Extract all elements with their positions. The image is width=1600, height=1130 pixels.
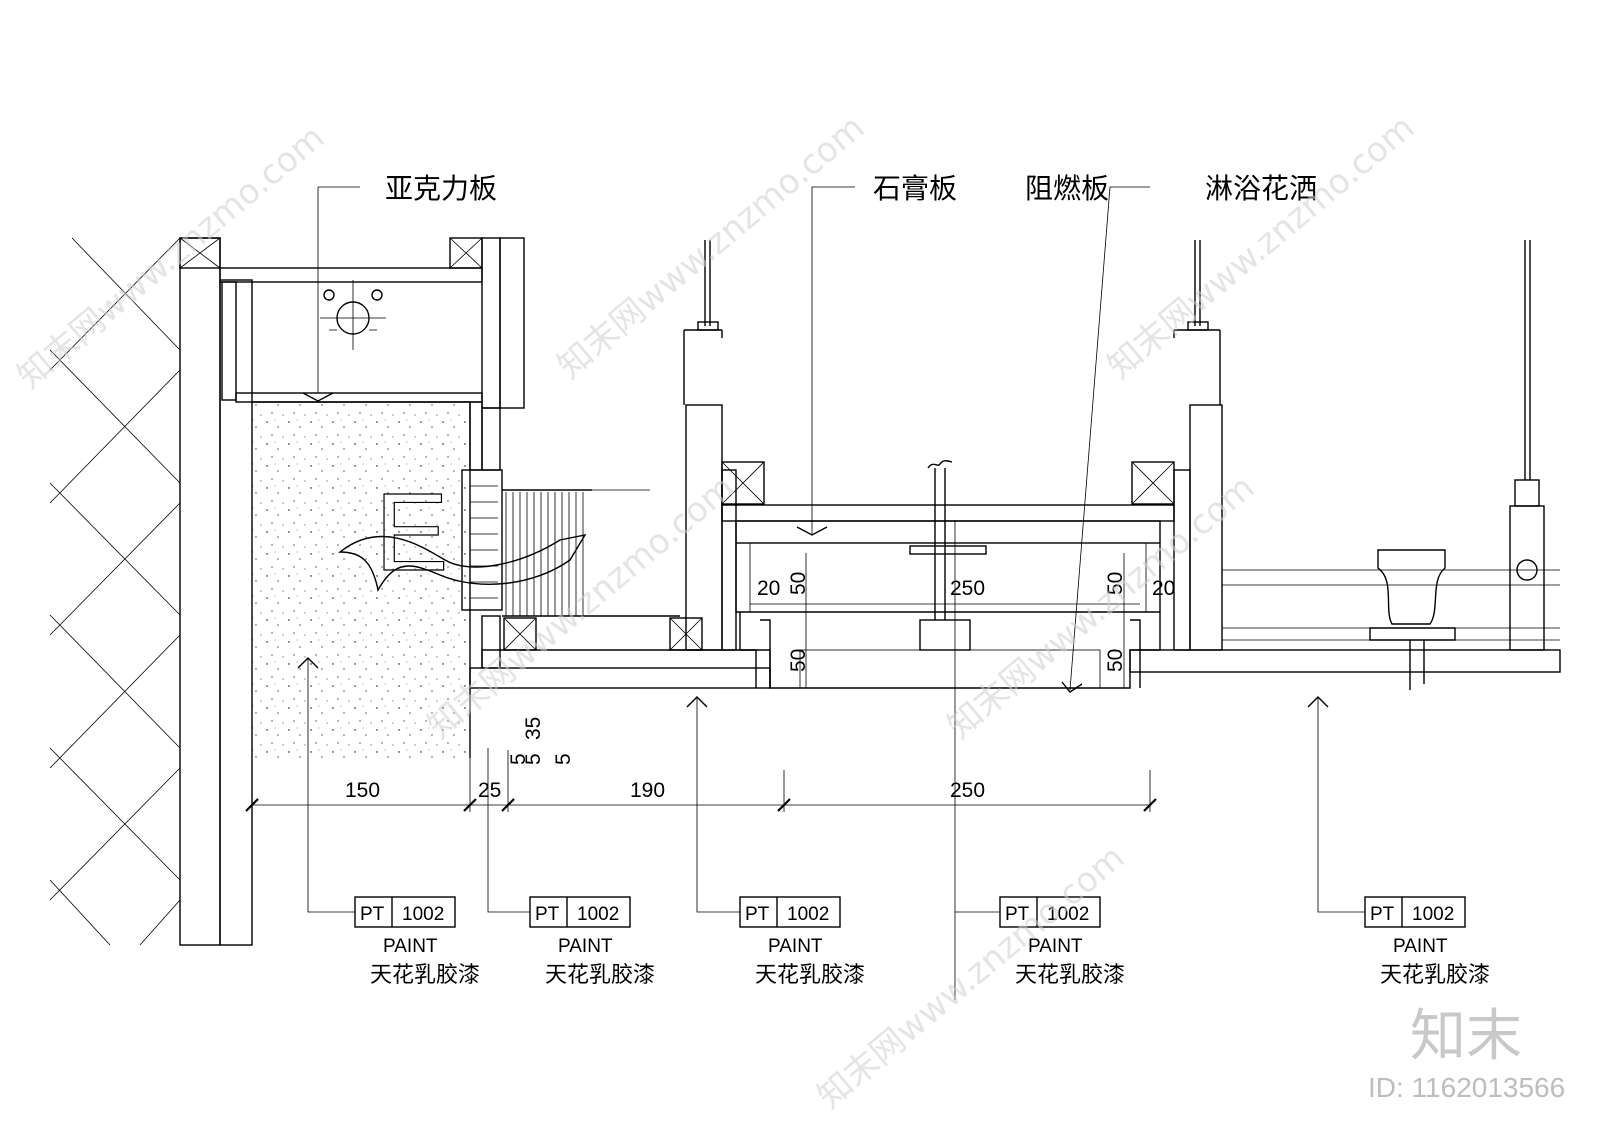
tag-number: 1002 (1047, 904, 1089, 925)
dimension-lines (245, 520, 1157, 1000)
watermarks: 知末网www.znzmo.com 知末网www.znzmo.com 知末网www… (10, 107, 1422, 1116)
tag-code: PT (360, 904, 385, 925)
watermark-site: 知末网www.znzmo.com (10, 117, 332, 396)
exhaust-vent: E (338, 469, 680, 617)
dim-25: 25 (478, 779, 501, 802)
tag-code: PT (745, 904, 770, 925)
lattice-pattern (49, 237, 181, 946)
tag-code: PT (535, 904, 560, 925)
left-hanger (683, 240, 765, 651)
watermark-site: 知末网www.znzmo.com (550, 107, 872, 386)
ceiling-board-right (1129, 240, 1561, 690)
finish-tag-5: PT 1002 PAINT 天花乳胶漆 (1364, 896, 1490, 988)
watermark-site: 知末网www.znzmo.com (1100, 107, 1422, 386)
airflow-arrow (338, 534, 587, 592)
finish-tag-3: PT 1002 PAINT 天花乳胶漆 (739, 896, 865, 988)
tag-type: PAINT (768, 936, 823, 957)
tag-number: 1002 (787, 904, 829, 925)
tag-material: 天花乳胶漆 (1015, 963, 1125, 988)
dim-250-bottom: 250 (950, 779, 985, 802)
dim-5c: 5 (552, 753, 575, 765)
dim-50-right-top: 50 (1104, 572, 1127, 595)
tag-type: PAINT (1028, 936, 1083, 957)
shower-label: 淋浴花洒 (1205, 172, 1317, 205)
tag-leaders (297, 657, 1365, 913)
dim-5a: 5 (522, 753, 545, 765)
tag-material: 天花乳胶漆 (370, 963, 480, 988)
tag-type: PAINT (1393, 936, 1448, 957)
dim-50-left-low: 50 (787, 649, 810, 672)
exhaust-letter: E (375, 471, 448, 594)
dim-50-left-top: 50 (787, 572, 810, 595)
finish-tag-4: PT 1002 PAINT 天花乳胶漆 (999, 896, 1125, 988)
dim-50-right-low: 50 (1104, 649, 1127, 672)
watermark-id: ID: 1162013566 (1368, 1072, 1565, 1103)
dim-250-inner: 250 (950, 577, 985, 600)
watermark-brand: 知末 (1410, 1004, 1522, 1069)
concrete-wall (179, 237, 253, 946)
label-leaders (302, 186, 1150, 693)
soffit-fill (252, 402, 470, 758)
tag-code: PT (1370, 904, 1395, 925)
acrylic-label: 亚克力板 (385, 172, 497, 205)
gypsum-label: 石膏板 (873, 172, 957, 205)
light-box (219, 267, 483, 403)
finish-tag-1: PT 1002 PAINT 天花乳胶漆 (354, 896, 480, 988)
tag-code: PT (1005, 904, 1030, 925)
watermark-site: 知末网www.znzmo.com (940, 467, 1262, 746)
lamp-symbol (320, 280, 386, 350)
tag-material: 天花乳胶漆 (545, 963, 655, 988)
dim-20-left: 20 (757, 577, 780, 600)
tag-type: PAINT (383, 936, 438, 957)
dim-5b: 5 (507, 753, 530, 765)
tag-number: 1002 (402, 904, 444, 925)
tag-number: 1002 (1412, 904, 1454, 925)
dim-150: 150 (345, 779, 380, 802)
fireproof-label: 阻燃板 (1025, 172, 1109, 205)
dim-190: 190 (630, 779, 665, 802)
tag-type: PAINT (558, 936, 613, 957)
dim-20-right: 20 (1152, 577, 1175, 600)
tag-material: 天花乳胶漆 (1380, 963, 1490, 988)
right-hanger (1131, 240, 1223, 651)
tag-material: 天花乳胶漆 (755, 963, 865, 988)
tag-number: 1002 (577, 904, 619, 925)
finish-tag-2: PT 1002 PAINT 天花乳胶漆 (529, 896, 655, 988)
dim-35: 35 (522, 717, 545, 740)
